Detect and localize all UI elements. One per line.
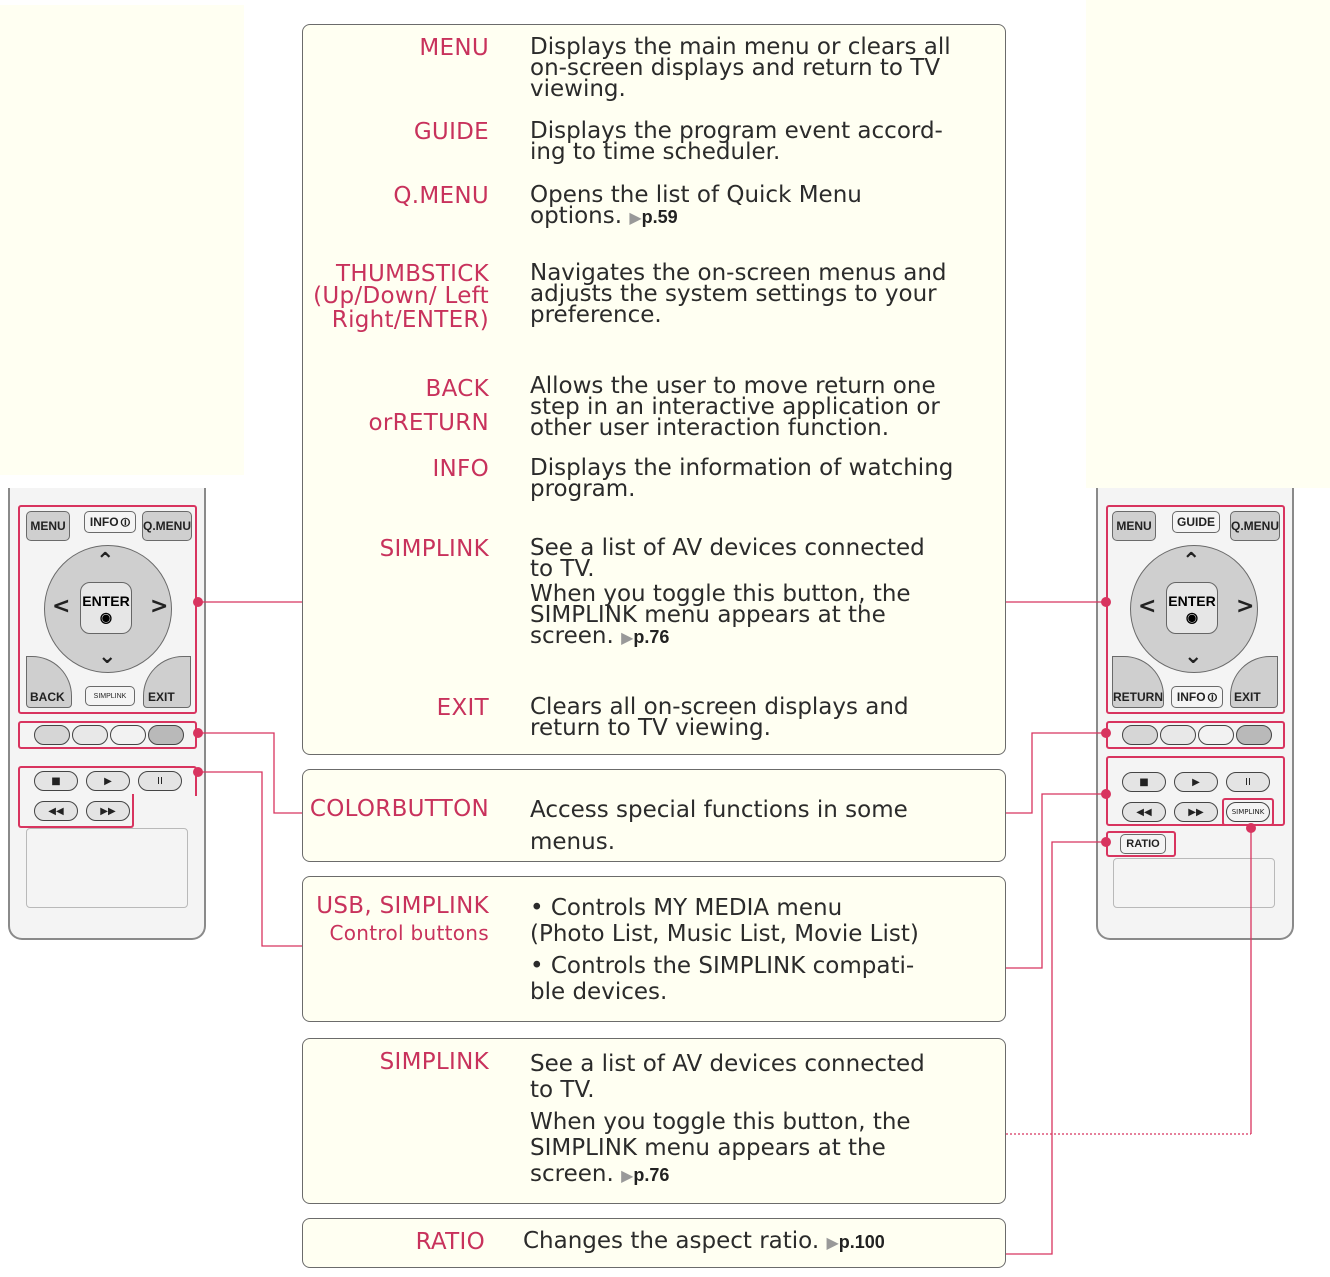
leader-dot xyxy=(1101,789,1111,799)
leader-dot xyxy=(1101,728,1111,738)
leader-left-color xyxy=(198,733,302,813)
leader-dot xyxy=(1101,837,1111,847)
leader-dot xyxy=(193,767,203,777)
leader-right-color xyxy=(1006,733,1106,813)
leader-dot xyxy=(193,597,203,607)
leader-left-media xyxy=(198,772,302,946)
leader-dot xyxy=(1246,823,1256,833)
leader-right-media xyxy=(1006,794,1106,968)
leader-dot xyxy=(1101,597,1111,607)
leader-right-ratio xyxy=(1006,842,1106,1254)
leader-dot xyxy=(193,728,203,738)
